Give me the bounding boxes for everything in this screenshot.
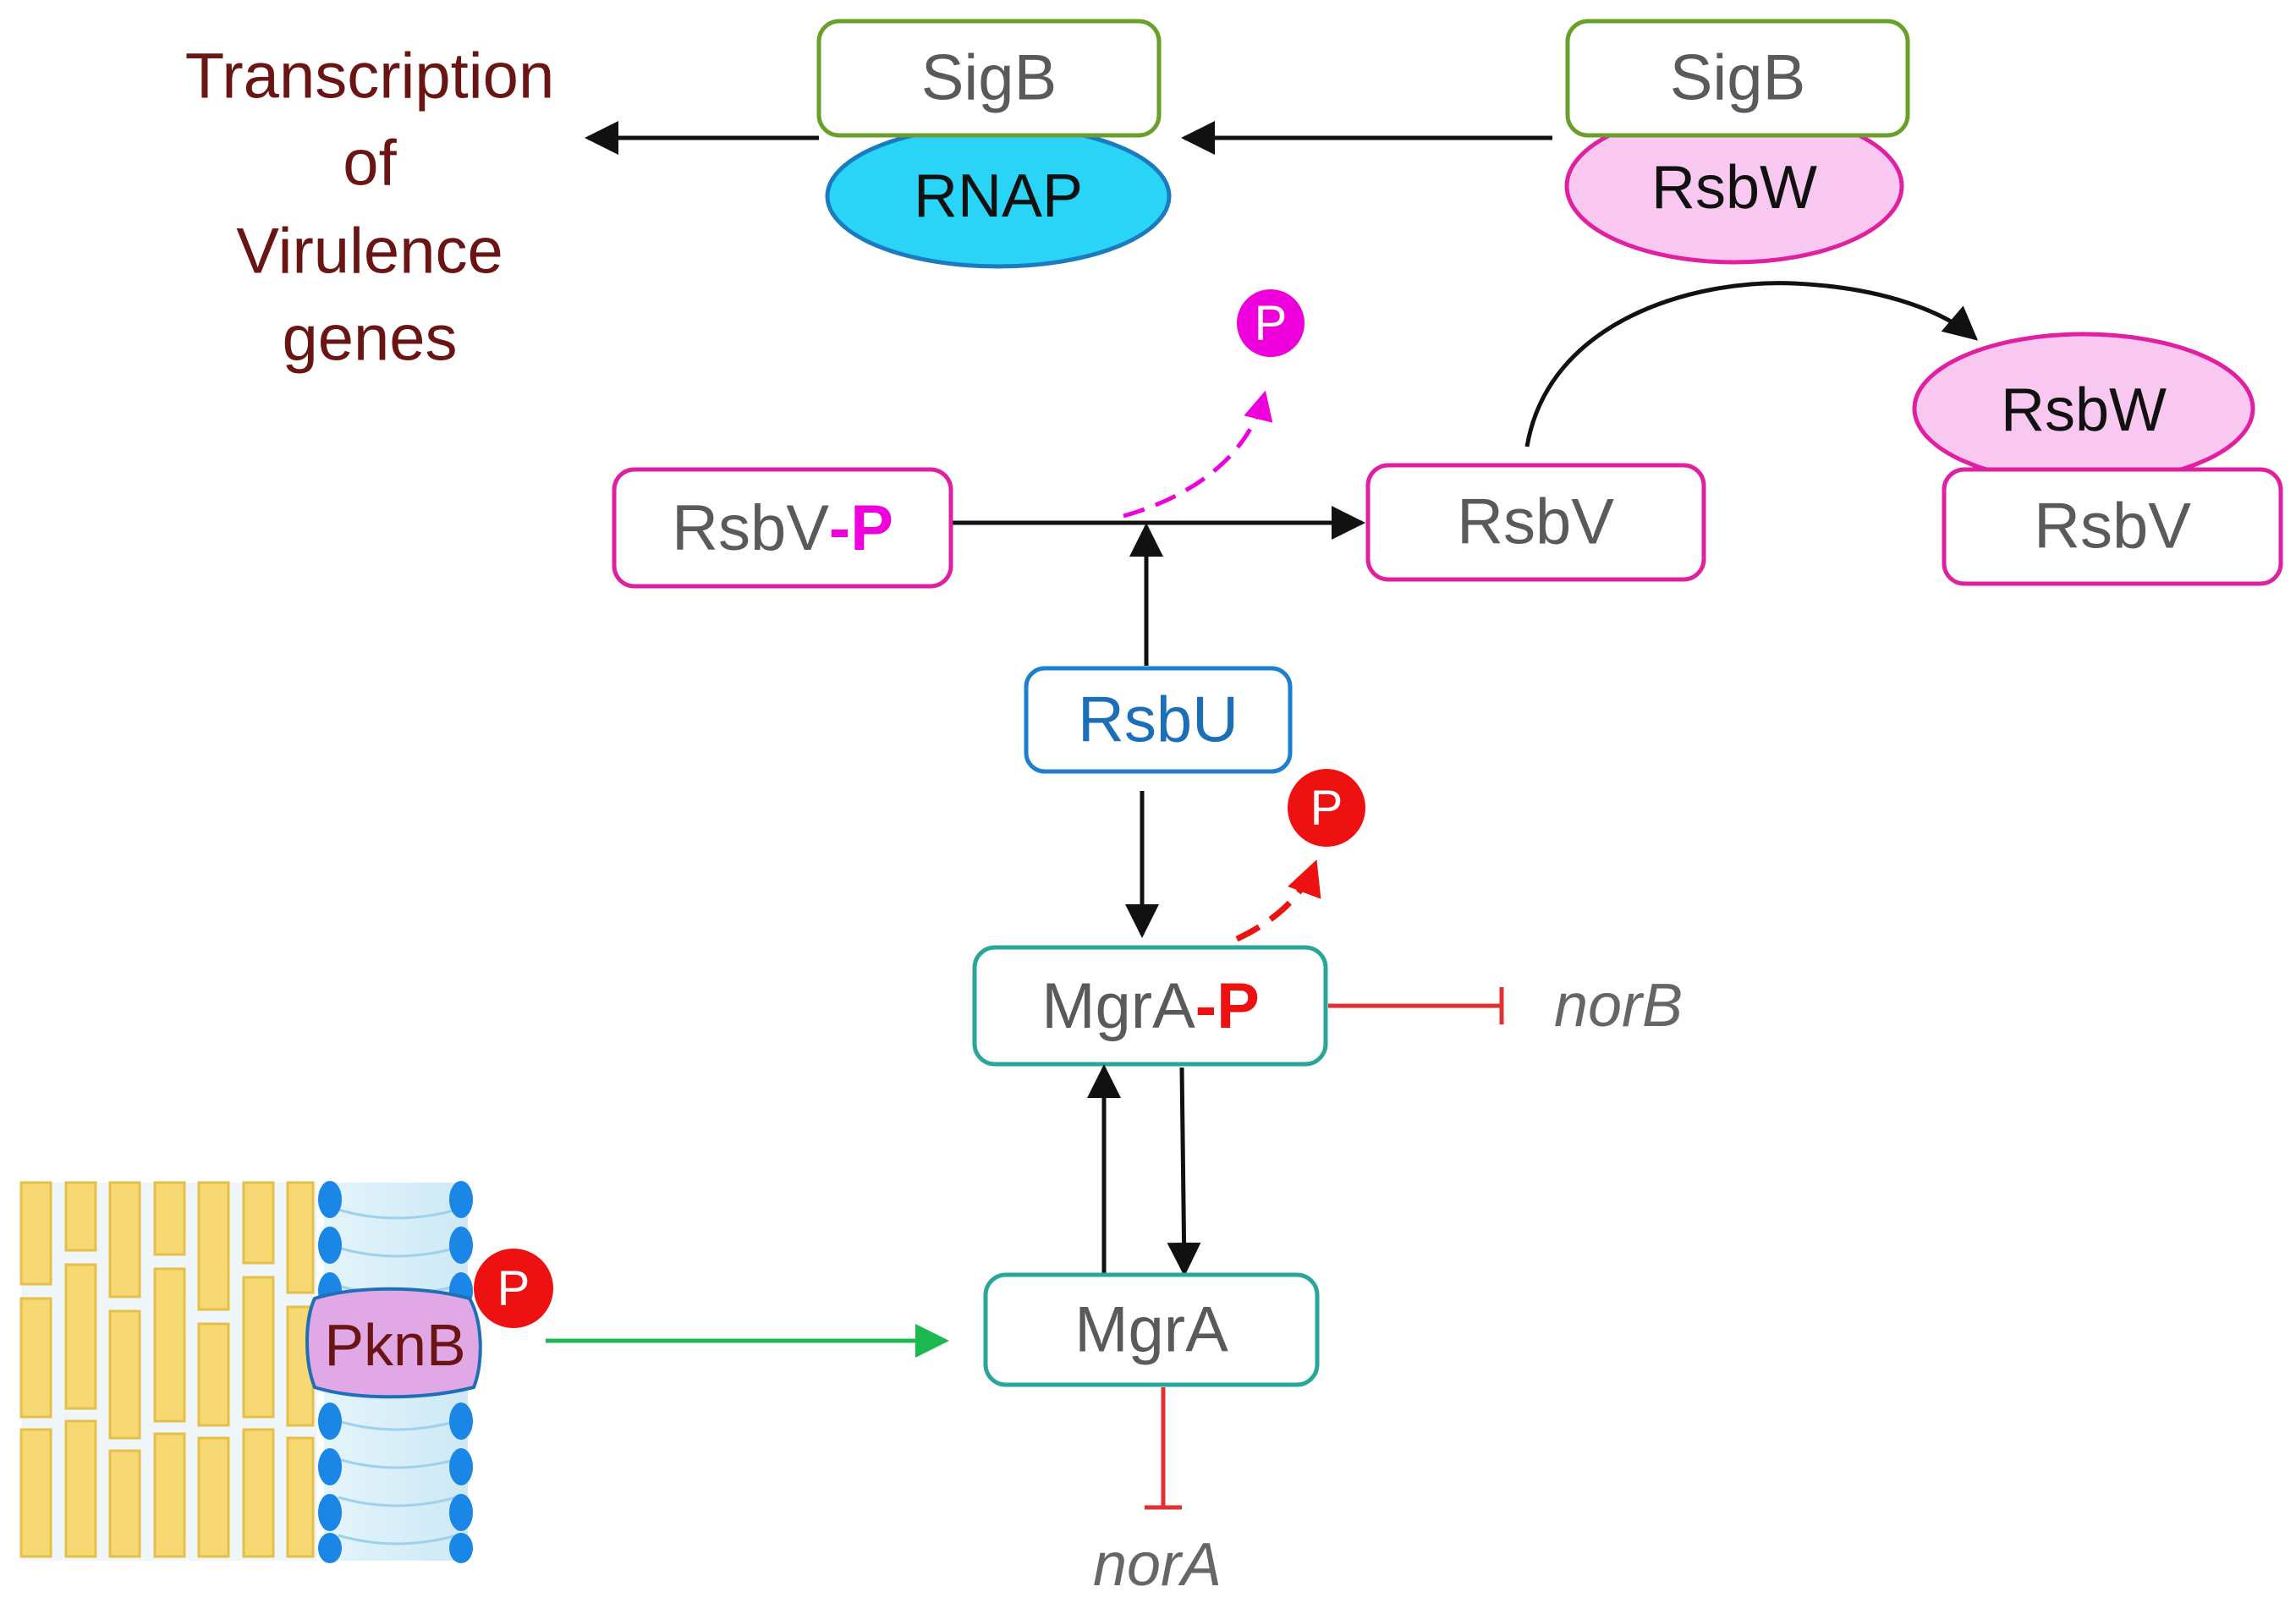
rsbv-label: RsbV (1457, 486, 1614, 558)
rsbv-node: RsbV (1365, 463, 1706, 582)
arrow-rsbv-to-complex (1524, 281, 1979, 447)
transcription-label: Transcription of Virulence genes (185, 41, 554, 375)
mgra-p-node: MgrA-P (972, 945, 1328, 1067)
phosphate-red-mgra: P (1288, 769, 1365, 847)
arrow-mgra-dephosphorylation (1235, 859, 1321, 942)
transcription-line-1: Transcription (185, 41, 554, 113)
rsbv-complex-box (1942, 467, 2283, 586)
mgra-box (983, 1272, 1320, 1387)
mgra-node: MgrA (983, 1272, 1320, 1387)
rsbw-complex-label: RsbW (2001, 376, 2167, 444)
inhibition-nora (1145, 1387, 1182, 1510)
arrow-rsbv-dephosphorylation (1123, 390, 1273, 519)
rsbv-p-box (612, 467, 953, 589)
rnap-label: RNAP (914, 162, 1083, 230)
rsbw-rsbv-complex: RsbW RsbV (1912, 332, 2283, 586)
rsbu-label: RsbU (1078, 684, 1239, 756)
rsbv-p-suffix: -P (829, 492, 893, 564)
mgra-label: MgrA (1074, 1294, 1228, 1366)
rsbu-box (1024, 666, 1293, 774)
rsbv-box (1365, 463, 1706, 582)
rsbu-node: RsbU (1024, 666, 1293, 774)
sigb-active-label: SigB (921, 42, 1057, 114)
sigb-inactive-label: SigB (1670, 42, 1806, 114)
sigb-rsbw-complex: RsbW SigB (1564, 19, 1910, 265)
mgra-p-suffix: -P (1195, 970, 1260, 1042)
mgra-p-name: MgrA (1041, 970, 1195, 1042)
rsbv-p-name: RsbV (672, 492, 829, 564)
arrow-mgra-p-to-mgra (1167, 1067, 1201, 1276)
phosphate-red-pknb: P (474, 1249, 553, 1328)
rsbv-p-node: RsbV-P (612, 467, 953, 589)
sigb-inactive-box (1565, 19, 1910, 138)
rsbw-bound-label: RsbW (1651, 154, 1817, 222)
transcription-line-4: genes (282, 303, 457, 375)
phosphate-red-pknb-label: P (497, 1261, 530, 1316)
sigb-active-box (816, 19, 1162, 138)
cell-envelope-illustration: PknB P (19, 1181, 553, 1563)
nora-gene-label: norA (1093, 1531, 1222, 1599)
pknb-label: PknB (324, 1312, 465, 1378)
sigb-rnap-complex: RNAP SigB (816, 19, 1172, 269)
inhibition-norb (1328, 987, 1504, 1024)
mgra-p-box (972, 945, 1328, 1067)
cell-wall-peptidoglycan (19, 1181, 315, 1558)
transcription-line-2: of (343, 128, 397, 200)
pknb-kinase-shape (305, 1287, 482, 1399)
rsbv-p-label: RsbV-P (672, 492, 893, 564)
phosphate-magenta-label: P (1255, 296, 1288, 351)
phosphate-magenta: P (1237, 289, 1305, 357)
mgra-p-label: MgrA-P (1041, 970, 1260, 1042)
norb-gene-label: norB (1554, 972, 1683, 1040)
rsbv-complex-label: RsbV (2034, 491, 2191, 563)
phosphate-red-mgra-label: P (1310, 781, 1343, 836)
transcription-line-3: Virulence (236, 216, 503, 288)
